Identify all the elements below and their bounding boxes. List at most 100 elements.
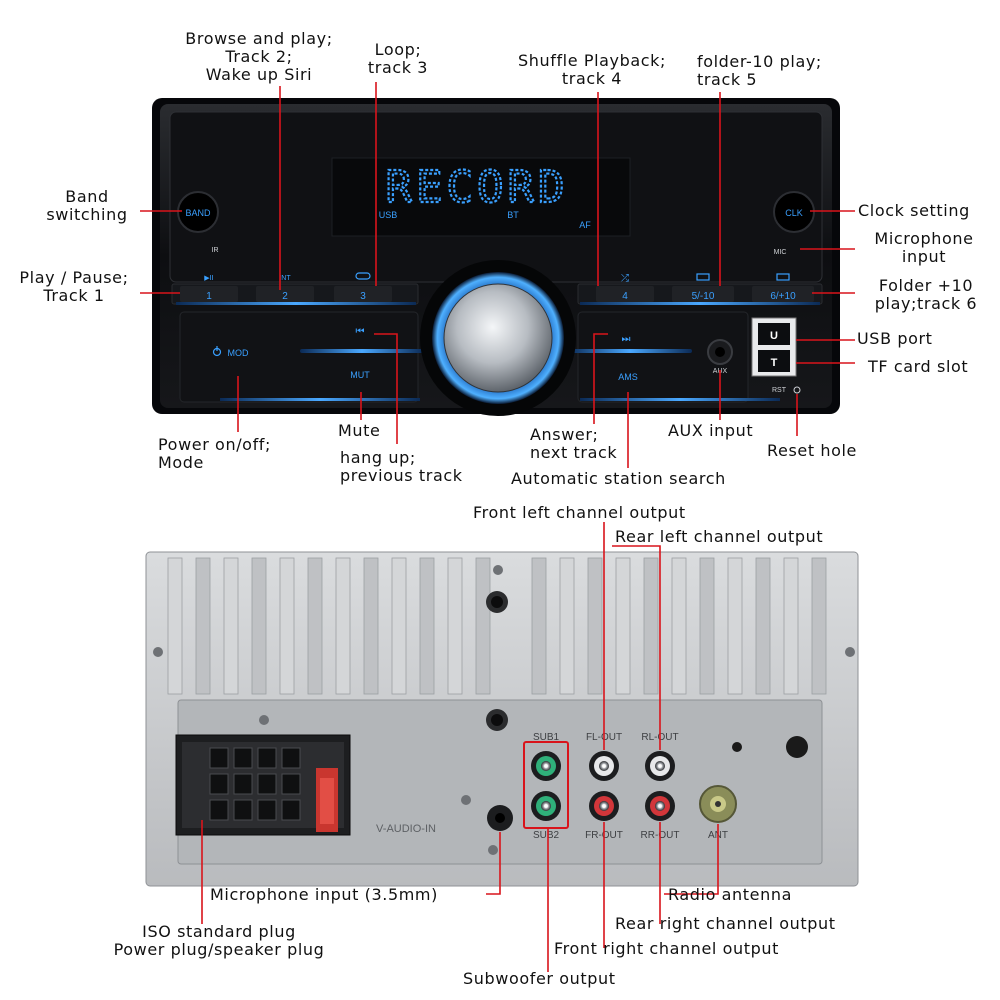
iso-pin [233, 773, 253, 795]
aux-jack[interactable] [707, 339, 733, 365]
display-text: RECORD [386, 162, 569, 213]
usb-port[interactable] [758, 323, 790, 345]
usb-port-label: U [770, 330, 778, 342]
heatsink-fin [363, 557, 379, 695]
mod-button[interactable]: MOD [228, 348, 249, 358]
rr-out-rca-jack[interactable] [645, 791, 675, 821]
ir-label: IR [212, 247, 219, 254]
callout-shuffle-line-1: Shuffle Playback; [517, 51, 667, 70]
callout-power-line-1: Power on/off; [158, 435, 272, 454]
folder-minus-icon [696, 273, 710, 281]
callout-folder-plus-line-2: play;track 6 [874, 294, 978, 313]
callout-power: Power on/off; Mode [158, 436, 308, 472]
callout-folder-minus-line-1: folder-10 play; [697, 52, 822, 71]
callout-rear-left: Rear left channel output [615, 528, 865, 546]
callout-radio-antenna-line-1: Radio antenna [668, 885, 792, 904]
callout-folder-plus-line-1: Folder +10 [878, 276, 974, 295]
heatsink-fin [727, 557, 743, 695]
mic-label: MIC [774, 249, 787, 256]
callout-rear-right-line-1: Rear right channel output [615, 914, 836, 933]
callout-subwoofer-line-1: Subwoofer output [463, 969, 616, 988]
callout-reset-line-1: Reset hole [767, 441, 857, 460]
heatsink-fin [587, 557, 603, 695]
callout-hang-up-line-2: previous track [340, 466, 463, 485]
tf-card-slot[interactable] [758, 350, 790, 372]
callout-radio-antenna: Radio antenna [668, 886, 828, 904]
iso-pin [233, 747, 253, 769]
band-button[interactable] [177, 191, 219, 233]
antenna-connector[interactable] [699, 785, 737, 823]
heatsink-fin [335, 557, 351, 695]
callout-browse-line-2: Track 2; [225, 47, 293, 66]
mut-button[interactable]: MUT [350, 370, 370, 380]
audio-in-label: V-AUDIO-IN [376, 823, 436, 835]
clk-button-label: CLK [785, 208, 803, 218]
callout-answer: Answer; next track [530, 426, 640, 462]
iso-pin [281, 773, 301, 795]
heatsink-fin [643, 557, 659, 695]
rl-out-rca-jack[interactable] [645, 751, 675, 781]
heatsink-fin [419, 557, 435, 695]
volume-knob[interactable] [420, 260, 576, 416]
callout-front-left-line-1: Front left channel output [473, 503, 686, 522]
callout-ams: Automatic station search [511, 470, 771, 488]
heatsink-fin [531, 557, 547, 695]
ams-button[interactable]: AMS [618, 372, 638, 382]
fl-out-rca-jack[interactable] [589, 751, 619, 781]
callout-reset: Reset hole [767, 442, 887, 460]
iso-pin [233, 799, 253, 821]
heatsink-fin [699, 557, 715, 695]
clk-button[interactable] [773, 191, 815, 233]
callout-microphone: Microphone input [860, 230, 988, 266]
heatsink-fin [279, 557, 295, 695]
power-icon [212, 346, 222, 357]
heatsink-fin [307, 557, 323, 695]
iso-pin [257, 799, 277, 821]
preset-4-button[interactable] [596, 286, 654, 302]
callout-front-left: Front left channel output [473, 504, 733, 522]
fr-out-rca-jack[interactable] [589, 791, 619, 821]
callout-microphone-line-1: Microphone [874, 229, 974, 248]
callout-band: Band switching [34, 188, 140, 224]
play-pause-icon: ▶II [204, 274, 214, 282]
shuffle-icon: ⤮ [621, 273, 629, 284]
callout-loop-line-2: track 3 [367, 58, 429, 77]
front-callout-lines [140, 82, 855, 468]
heatsink-fin [783, 557, 799, 695]
iso-pin [209, 747, 229, 769]
callout-iso-line-2: Power plug/speaker plug [113, 940, 325, 959]
reset-hole[interactable] [793, 386, 801, 394]
callout-subwoofer: Subwoofer output [463, 970, 653, 988]
preset-1-label: 1 [206, 291, 212, 302]
callout-aux: AUX input [668, 422, 778, 440]
callout-clock-line-1: Clock setting [858, 201, 970, 220]
preset-6-button[interactable] [752, 286, 814, 302]
callout-play-pause: Play / Pause; Track 1 [4, 269, 144, 305]
heatsink-fin [391, 557, 407, 695]
heatsink-fin [167, 557, 183, 695]
mic-jack-3-5mm[interactable] [487, 805, 513, 831]
preset-5-button[interactable] [672, 286, 734, 302]
callout-mic-35-line-1: Microphone input (3.5mm) [210, 885, 438, 904]
rear-callout-lines [201, 522, 719, 972]
heatsink-fin [195, 557, 211, 695]
callout-power-line-2: Mode [158, 453, 204, 472]
callout-tf-card: TF card slot [868, 358, 998, 376]
int-icon: INT [279, 275, 291, 282]
preset-6-label: 6/+10 [770, 291, 796, 302]
sub1-rca-jack[interactable] [531, 751, 561, 781]
folder-plus-icon [776, 273, 790, 281]
sub2-rca-jack[interactable] [531, 791, 561, 821]
iso-pin [209, 773, 229, 795]
callout-play-pause-line-2: Track 1 [43, 286, 105, 305]
callout-loop: Loop; track 3 [356, 41, 440, 77]
sub2-label: SUB2 [533, 830, 560, 841]
preset-3-label: 3 [360, 291, 366, 302]
preset-3-button[interactable] [334, 286, 392, 302]
iso-pin [281, 747, 301, 769]
preset-1-button[interactable] [180, 286, 238, 302]
preset-5-label: 5/-10 [692, 291, 715, 302]
callout-front-right-line-1: Front right channel output [554, 939, 780, 958]
preset-2-button[interactable] [256, 286, 314, 302]
